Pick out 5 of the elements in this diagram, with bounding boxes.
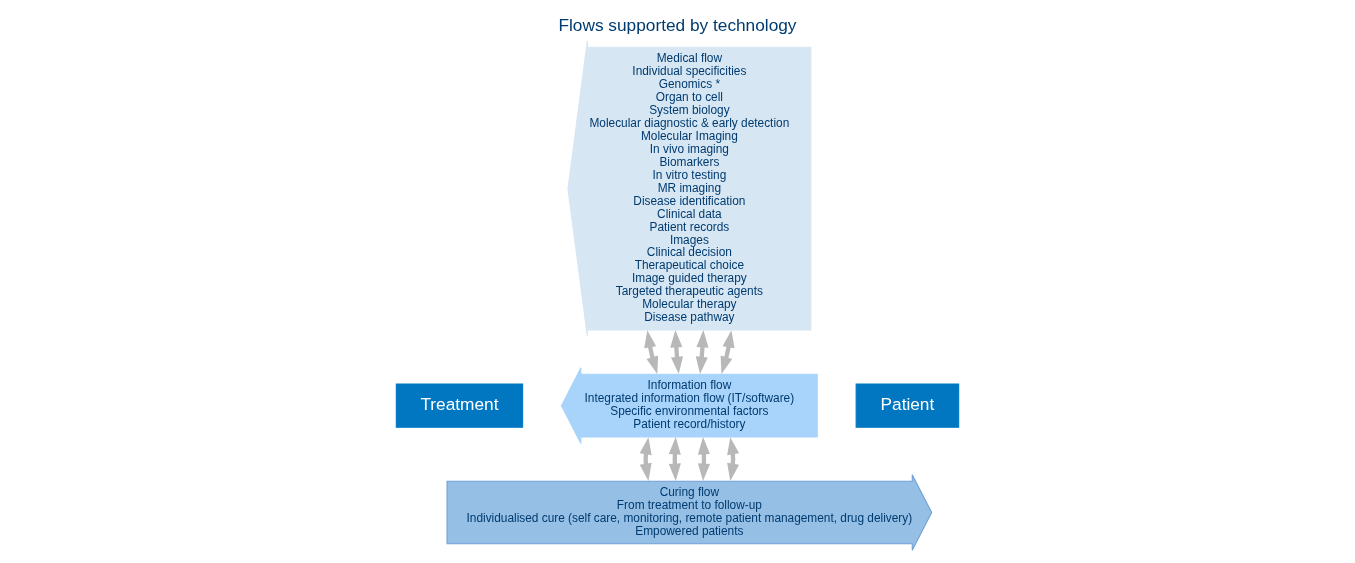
- arrow: [670, 330, 684, 375]
- node-box: Treatment: [395, 383, 524, 428]
- node-box: Patient: [855, 383, 960, 428]
- arrow: [695, 330, 709, 375]
- diagram-title: Flows supported by technology: [558, 14, 797, 35]
